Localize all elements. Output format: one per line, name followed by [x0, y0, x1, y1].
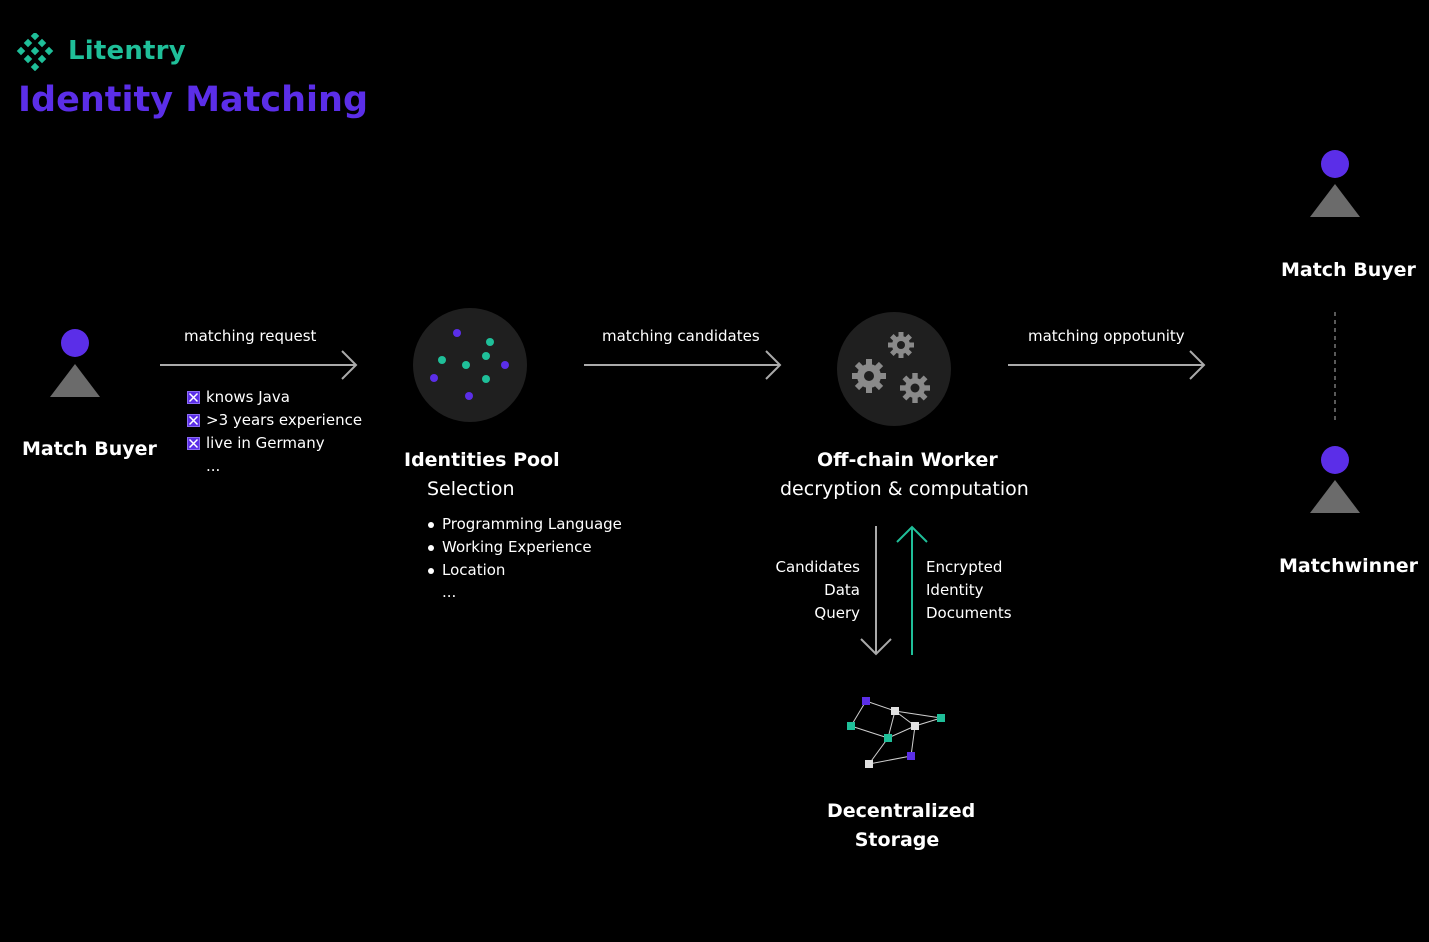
arrow-matching-request [160, 350, 358, 380]
criteria-more: ... [206, 457, 221, 475]
storage-line-1: Decentralized [827, 800, 976, 822]
query-line-3: Query [814, 604, 860, 622]
criteria-text: >3 years experience [206, 411, 363, 429]
query-line-2: Data [824, 581, 860, 599]
documents-line-3: Documents [926, 604, 1012, 622]
arrow-up-documents [896, 525, 928, 655]
query-line-1: Candidates [775, 558, 861, 576]
criteria-item: >3 years experience [187, 409, 362, 432]
checkbox-checked-icon [187, 414, 200, 427]
identities-pool-icon [413, 308, 527, 422]
matching-candidates-label: matching candidates [602, 327, 760, 345]
arrow-down-query [860, 526, 892, 656]
decentralized-storage-label: Decentralized Storage [827, 797, 976, 855]
off-chain-worker-icon [837, 312, 951, 426]
selection-item: Programming Language [428, 513, 622, 536]
matching-request-label: matching request [184, 327, 317, 345]
litentry-logo-icon [16, 33, 54, 71]
selection-list: Programming Language Working Experience … [428, 513, 622, 582]
storage-line-2: Storage [854, 829, 940, 851]
person-icon-buyer-right [1310, 150, 1360, 217]
selection-more: ... [442, 583, 457, 601]
arrow-matching-opportunity [1008, 350, 1206, 380]
encrypted-documents-label: Encrypted Identity Documents [926, 556, 1012, 625]
off-chain-worker-title: Off-chain Worker [817, 449, 998, 471]
selection-item: Location [428, 559, 622, 582]
identities-pool-title: Identities Pool [404, 449, 560, 471]
dashed-connector [1334, 312, 1336, 420]
candidates-data-query-label: Candidates Data Query [760, 556, 861, 625]
checkbox-checked-icon [187, 391, 200, 404]
person-icon-buyer-left [50, 329, 100, 397]
identities-pool-subtitle: Selection [427, 478, 515, 500]
person-icon-matchwinner [1310, 446, 1360, 513]
checkbox-checked-icon [187, 437, 200, 450]
documents-line-1: Encrypted [926, 558, 1003, 576]
criteria-list: knows Java >3 years experience live in G… [187, 386, 362, 478]
criteria-text: knows Java [206, 388, 290, 406]
criteria-item: live in Germany [187, 432, 362, 455]
documents-line-2: Identity [926, 581, 984, 599]
criteria-text: live in Germany [206, 434, 325, 452]
match-buyer-right-label: Match Buyer [1281, 259, 1416, 281]
network-storage-icon [847, 697, 945, 768]
match-buyer-left-label: Match Buyer [22, 438, 157, 460]
off-chain-worker-subtitle: decryption & computation [780, 478, 1029, 500]
criteria-item: knows Java [187, 386, 362, 409]
page-title: Identity Matching [18, 80, 368, 120]
brand-name: Litentry [68, 36, 186, 66]
matching-opportunity-label: matching oppotunity [1028, 327, 1185, 345]
arrow-matching-candidates [584, 350, 782, 380]
matchwinner-label: Matchwinner [1279, 555, 1418, 577]
selection-item: Working Experience [428, 536, 622, 559]
